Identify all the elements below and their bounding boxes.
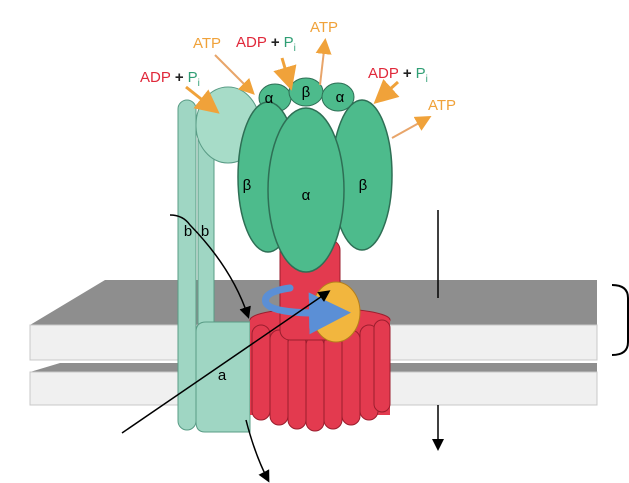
label-a: a <box>218 367 227 384</box>
label-alpha-center: α <box>302 187 311 204</box>
arrow-pointer-diagonal <box>121 290 331 434</box>
arrow-exit-bottom <box>245 419 270 483</box>
peripheral-stalk-b <box>177 99 215 431</box>
label-alpha-top-left: α <box>265 90 274 107</box>
arrow-from-b <box>169 214 251 319</box>
label-b-right: b <box>201 223 209 240</box>
label-alpha-top-right: α <box>336 89 345 106</box>
reaction-right-atp: ATP <box>428 97 456 114</box>
label-beta-right: β <box>359 177 368 194</box>
label-beta-left: β <box>243 177 252 194</box>
membrane-bracket <box>611 284 629 356</box>
reaction-top-adp-pi: ADP+Pi <box>236 34 296 54</box>
reaction-right-adp-pi: ADP+Pi <box>368 65 428 85</box>
reaction-top-atp: ATP <box>310 19 338 36</box>
label-b-left: b <box>184 223 192 240</box>
reaction-left-atp: ATP <box>193 35 221 52</box>
reaction-left-adp-pi: ADP+Pi <box>140 69 200 89</box>
reaction-arrows <box>185 38 432 139</box>
f1-head <box>237 77 393 273</box>
rotation-arrow <box>262 284 351 335</box>
label-beta-top: β <box>302 84 311 101</box>
